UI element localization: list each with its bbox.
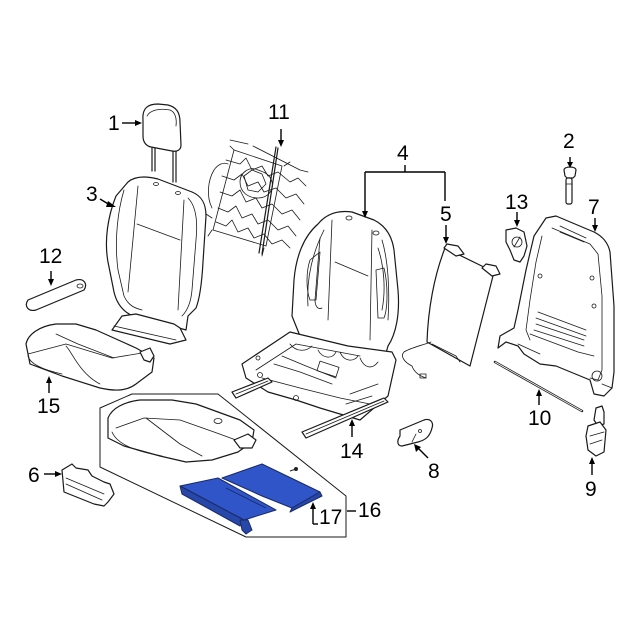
- callout-15[interactable]: 15: [37, 395, 61, 418]
- callout-4[interactable]: 4: [397, 142, 409, 165]
- seat-back-cover-part[interactable]: [105, 176, 207, 345]
- callout-12[interactable]: 12: [39, 245, 63, 268]
- callout-9[interactable]: 9: [585, 478, 597, 501]
- guide-bracket-part[interactable]: [505, 227, 528, 263]
- cushion-cover-part[interactable]: [25, 323, 155, 391]
- headrest-part[interactable]: [142, 103, 182, 183]
- recliner-rod-part[interactable]: [493, 360, 584, 413]
- callout-3[interactable]: 3: [86, 183, 98, 206]
- seat-back-panel-part[interactable]: [402, 243, 501, 379]
- seat-back-frame-part[interactable]: [497, 215, 615, 397]
- cushion-assembly-part[interactable]: [107, 399, 257, 463]
- callout-6[interactable]: 6: [28, 464, 40, 487]
- lumbar-support-part[interactable]: [205, 139, 309, 257]
- callout-11[interactable]: 11: [268, 101, 290, 124]
- callout-8[interactable]: 8: [428, 460, 440, 483]
- trim-piece-part[interactable]: [61, 463, 115, 507]
- callout-14[interactable]: 14: [340, 440, 364, 463]
- recliner-motor-part[interactable]: [585, 405, 607, 457]
- callout-10[interactable]: 10: [528, 407, 552, 430]
- seat-assembly-part[interactable]: [231, 210, 400, 439]
- callout-5[interactable]: 5: [440, 203, 452, 226]
- callout-2[interactable]: 2: [563, 130, 575, 153]
- callout-7[interactable]: 7: [588, 196, 600, 219]
- leader-lines: [44, 120, 598, 525]
- group-16-outline: [99, 393, 347, 538]
- side-shield-part[interactable]: [25, 279, 87, 311]
- callout-16[interactable]: 16: [358, 499, 382, 522]
- heater-element-part[interactable]: [179, 463, 323, 535]
- callout-17[interactable]: 17: [319, 506, 343, 529]
- recliner-handle-part[interactable]: [397, 418, 434, 447]
- headrest-guide-part[interactable]: [563, 166, 577, 205]
- callout-13[interactable]: 13: [505, 191, 529, 214]
- callout-1[interactable]: 1: [108, 112, 120, 135]
